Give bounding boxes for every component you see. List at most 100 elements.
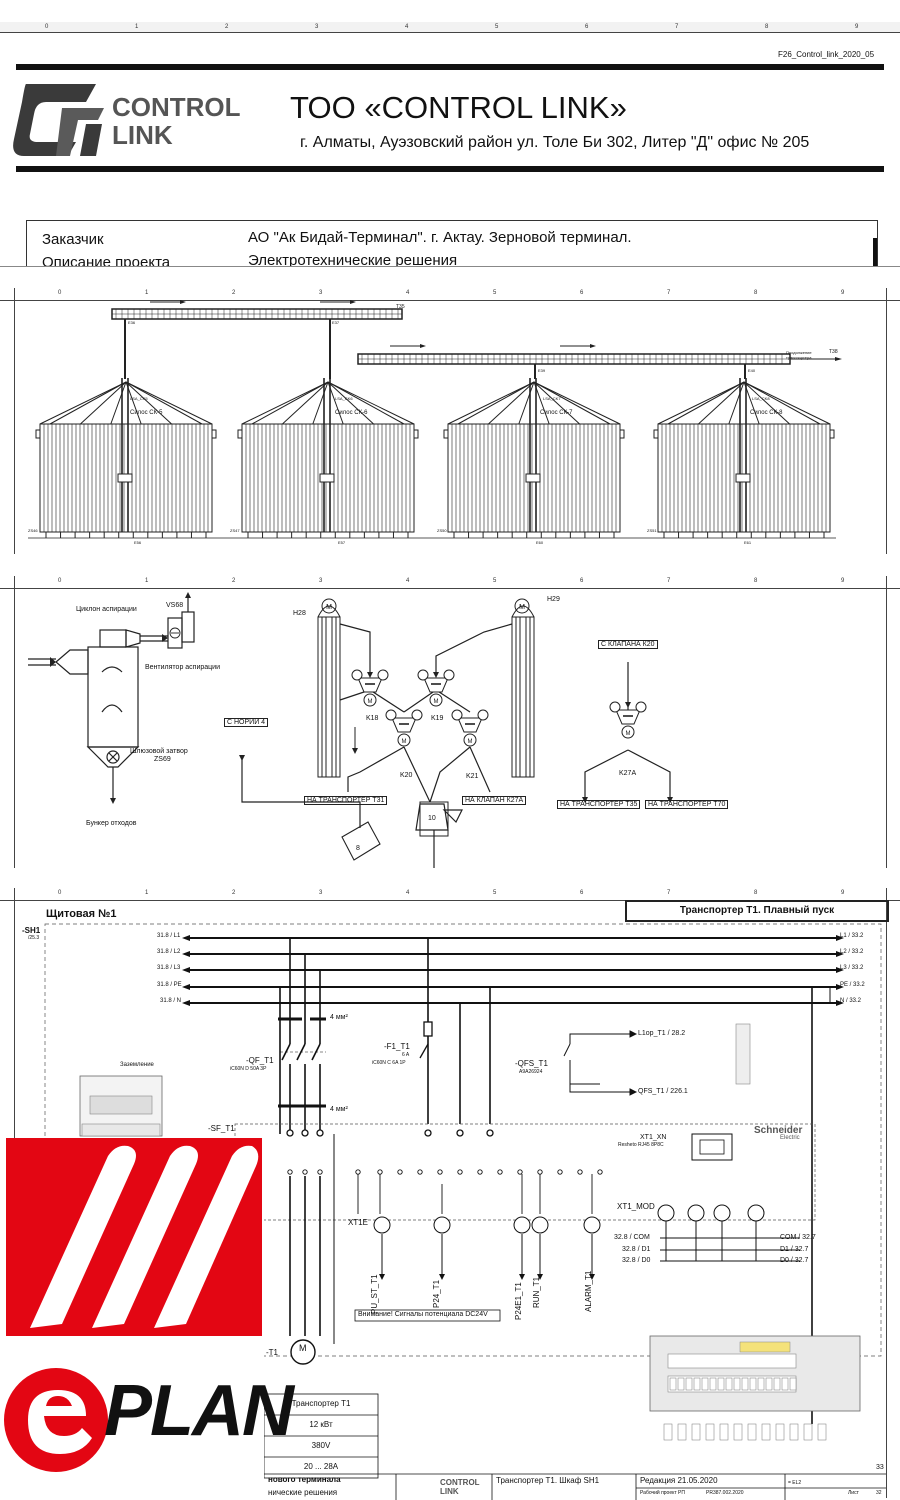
ruler-silos: 0 1 2 3 4 5 6 7 8 9 bbox=[0, 288, 900, 301]
sheet-silos: 0 1 2 3 4 5 6 7 8 9 T35 T38 П bbox=[0, 284, 900, 556]
to-k27a-label: НА КЛАПАН К27А bbox=[462, 796, 527, 805]
f1-amp: 6 A bbox=[402, 1052, 410, 1058]
xt1mod-label: XT1_MOD bbox=[617, 1202, 655, 1211]
box-8-label: 8 bbox=[356, 845, 360, 852]
bus-left-l2: 31.8 / L2 bbox=[157, 949, 181, 955]
spec-voltage: 380V bbox=[311, 1441, 331, 1450]
frame-left-3 bbox=[14, 576, 15, 868]
silo-bottom-1: E56 bbox=[134, 540, 142, 545]
silo-name-2: Силос СК-6 bbox=[335, 410, 368, 416]
spec-power: 12 кВт bbox=[309, 1420, 333, 1429]
l1op-label: L1op_T1 / 28.2 bbox=[638, 1030, 686, 1037]
h29-label: H29 bbox=[547, 596, 560, 603]
silo-3 bbox=[443, 378, 625, 538]
d1-right: D1 / 32.7 bbox=[780, 1246, 809, 1253]
bus-right-l3: L3 / 33.2 bbox=[840, 965, 864, 971]
desc-value: Электротехнические решения bbox=[248, 252, 458, 267]
desc-label: Описание проекта bbox=[42, 254, 171, 267]
silo-zs-3: ZS50 bbox=[437, 528, 447, 533]
silo-bottom-4: E61 bbox=[744, 540, 752, 545]
svg-text:M: M bbox=[434, 699, 439, 705]
silo-zs-1: ZS46 bbox=[28, 528, 38, 533]
silo-2 bbox=[237, 378, 419, 538]
bus-left-n: 31.8 / N bbox=[160, 998, 182, 1004]
silo-name-1: Силос СК-5 bbox=[130, 410, 163, 416]
svg-text:M: M bbox=[402, 739, 407, 745]
output-p24: P24_T1 bbox=[432, 1279, 441, 1308]
valve-2: M bbox=[417, 669, 455, 707]
frame-right-3 bbox=[886, 576, 887, 868]
gate-label: Шлюзовой затвор bbox=[130, 748, 188, 755]
logo-text-2: LINK bbox=[112, 120, 173, 150]
info-box-edge bbox=[873, 238, 877, 266]
f1-label: -F1_T1 bbox=[384, 1042, 410, 1051]
info-box bbox=[26, 220, 878, 266]
xt1mod-terminal-4 bbox=[747, 1204, 765, 1261]
footer-left-2: нические решения bbox=[268, 1488, 338, 1497]
to-t70-label: НА ТРАНСПОРТЕР Т70 bbox=[645, 800, 729, 809]
xt1xn-label: XT1_XN bbox=[640, 1134, 667, 1141]
k27a-label: K27A bbox=[619, 770, 637, 777]
header-rule-top bbox=[16, 64, 884, 70]
logo-text-1: CONTROL bbox=[112, 92, 241, 122]
svg-text:M: M bbox=[326, 604, 332, 611]
silo-lsa-4: LSA_CK8 bbox=[752, 396, 770, 401]
d1-left: 32.8 / D1 bbox=[622, 1246, 651, 1253]
k20-label: K20 bbox=[400, 772, 413, 779]
t35-label: T35 bbox=[396, 304, 405, 310]
frame-left bbox=[14, 288, 15, 554]
svg-text:M: M bbox=[519, 604, 525, 611]
silo-top-3: E39 bbox=[538, 368, 546, 373]
bus-right-n: N / 33.2 bbox=[840, 998, 862, 1004]
company-address: г. Алматы, Ауэзовский район ул. Толе Би … bbox=[300, 134, 810, 151]
cyclone-label: Циклон аспирации bbox=[76, 606, 137, 613]
svg-text:M: M bbox=[626, 731, 631, 737]
qfs-type: A9A26924 bbox=[519, 1069, 543, 1075]
valve-4: M bbox=[451, 709, 489, 747]
d0-left: 32.8 / D0 bbox=[622, 1257, 651, 1264]
fan-label: Вентилятор аспирации bbox=[145, 664, 220, 671]
valve-3: M bbox=[385, 709, 423, 747]
silo-lsa-2: LSA_CK6 bbox=[335, 396, 353, 401]
silo-4 bbox=[653, 378, 835, 538]
xt1mod-terminal-1 bbox=[657, 1204, 675, 1261]
bus-right-l1: L1 / 33.2 bbox=[840, 933, 864, 939]
h28-label: H28 bbox=[293, 610, 306, 617]
valve-1: M bbox=[351, 669, 389, 707]
sf-label: -SF_T1 bbox=[208, 1124, 235, 1133]
output-pu: PU_ST_T1 bbox=[370, 1274, 379, 1314]
page-number: 33 bbox=[876, 1464, 884, 1471]
electric-logo: Electric bbox=[780, 1135, 800, 1141]
ruler-valves: 0 1 2 3 4 5 6 7 8 9 bbox=[0, 576, 900, 589]
silo-lsa-3: LSA_CK7 bbox=[543, 396, 561, 401]
schneider-logo: Schneider bbox=[754, 1125, 803, 1136]
sh1-label: -SH1 bbox=[22, 926, 41, 935]
customer-label: Заказчик bbox=[42, 231, 104, 248]
wire-size-top: 4 мм² bbox=[330, 1014, 348, 1021]
ruler-top: 0 1 2 3 4 5 6 7 8 9 bbox=[0, 22, 900, 33]
k21-label: K21 bbox=[466, 773, 479, 780]
t38-label: T38 bbox=[829, 349, 838, 355]
output-run: RUN_T1 bbox=[532, 1276, 541, 1308]
continuation-label: Продолжение транспортера bbox=[786, 350, 812, 360]
eplan-logo: PLAN bbox=[0, 1138, 294, 1500]
silo-top-4: E40 bbox=[748, 368, 756, 373]
silo-zs-2: ZS47 bbox=[230, 528, 240, 533]
motor-symbol: M bbox=[299, 1343, 307, 1353]
xt1mod-terminal-2 bbox=[687, 1204, 705, 1261]
k18-label: K18 bbox=[366, 715, 379, 722]
footer-left-1: нового терминала bbox=[268, 1475, 341, 1484]
panel-label: Щитовая №1 bbox=[46, 908, 117, 920]
footer-logo-2: LINK bbox=[440, 1487, 459, 1496]
sh1-ref: /25.3 bbox=[28, 935, 40, 941]
silo-name-4: Силос СК-8 bbox=[750, 410, 783, 416]
to-t35-label: НА ТРАНСПОРТЕР Т35 bbox=[557, 800, 641, 809]
silo-bottom-3: E60 bbox=[536, 540, 544, 545]
gate-zs: ZS69 bbox=[154, 756, 171, 763]
ruler-electrical: 0 1 2 3 4 5 6 7 8 9 bbox=[0, 888, 900, 901]
resheto-label: Resheto RJ45 8P8C bbox=[618, 1142, 664, 1148]
svg-text:M: M bbox=[468, 739, 473, 745]
silo-top-2: E37 bbox=[332, 320, 340, 325]
el2-label: = EL2 bbox=[788, 1480, 802, 1486]
silos-drawing bbox=[28, 300, 842, 539]
